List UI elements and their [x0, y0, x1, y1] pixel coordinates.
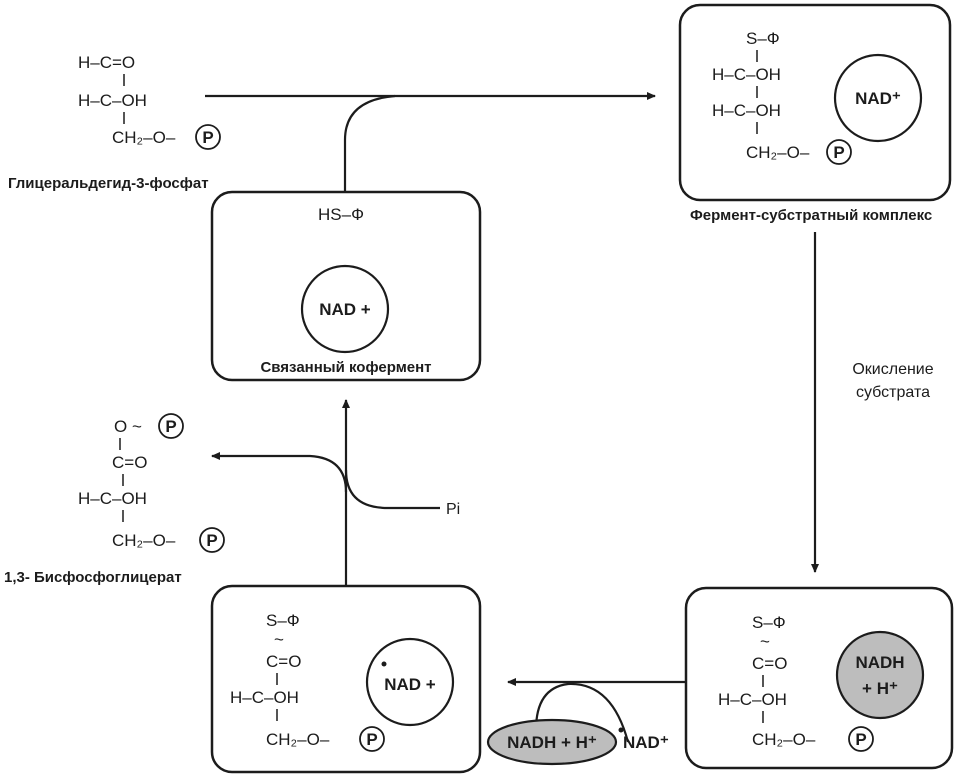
esc-phosphate-symbol: P	[833, 143, 844, 162]
gap-line-ch2o: CH₂–O–	[112, 128, 176, 147]
pi-join-curve	[344, 469, 440, 510]
bpg-line-hydroxyl: H–C–OH	[78, 489, 147, 508]
esc-nad-label: NAD⁺	[855, 89, 901, 108]
bpg-line-ch2o: CH₂–O–	[112, 531, 176, 550]
enzyme-substrate-label: Фермент-субстратный комплекс	[690, 207, 932, 224]
bpg-phosphate-circle-icon-2	[199, 527, 225, 553]
exchange-nadh-label: NADH + H⁺	[507, 733, 597, 752]
bisphosphoglycerate-structure: O ~ P C=O H–C–OH CH₂–O– P	[78, 413, 225, 553]
rc-line-carbonyl: C=O	[752, 654, 787, 673]
rc-line-ch2o: CH₂–O–	[752, 730, 816, 749]
gap-line-aldehyde: H–C=O	[78, 53, 135, 72]
reduced-complex-structure: S–Ф ~ C=O H–C–OH CH₂–O– P	[718, 613, 874, 752]
enzyme-substrate-structure: S–Ф H–C–OH H–C–OH CH₂–O– P	[712, 29, 852, 165]
exchange-nadh-ellipse-icon	[486, 718, 618, 766]
esc-line-hydroxyl-1: H–C–OH	[712, 65, 781, 84]
glyceraldehyde-label: Глицеральдегид-3-фосфат	[8, 175, 209, 192]
pi-label: Pi	[446, 501, 460, 518]
gap-line-hydroxyl: H–C–OH	[78, 91, 147, 110]
exchange-radical-dot-icon	[618, 727, 624, 733]
esc-line-ch2o: CH₂–O–	[746, 143, 810, 162]
ac-radical-dot-icon	[381, 661, 387, 667]
bound-coenzyme-label: Связанный кофермент	[260, 359, 431, 376]
rc-nadh-label: NADH	[855, 653, 904, 672]
ac-nad-label: NAD +	[384, 675, 436, 694]
bisphosphoglycerate-label: 1,3- Бисфосфоглицерат	[4, 569, 182, 586]
arrow-product-release	[211, 452, 348, 493]
exchange-nad-label: NAD⁺	[623, 733, 669, 752]
esc-phosphate-circle-icon	[826, 139, 852, 165]
bound-coenzyme-hs: HS–Ф	[318, 205, 364, 224]
ac-line-thioester: S–Ф	[266, 611, 300, 630]
bpg-phosphate-symbol-1: P	[165, 417, 176, 436]
bpg-phosphate-circle-icon-1	[158, 413, 184, 439]
bpg-line-carbonyl: C=O	[112, 453, 147, 472]
rc-nadh-circle-icon	[835, 630, 925, 720]
ac-phosphate-circle-icon	[359, 726, 385, 752]
acyl-complex-structure: S–Ф ~ C=O H–C–OH CH₂–O– P	[230, 611, 385, 752]
rc-line-hydroxyl: H–C–OH	[718, 690, 787, 709]
esc-line-thioether: S–Ф	[746, 29, 780, 48]
bound-nad-circle-icon	[300, 264, 390, 354]
rc-nadh-plus-h: + H⁺	[862, 679, 898, 698]
esc-line-hydroxyl-2: H–C–OH	[712, 101, 781, 120]
rc-phosphate-symbol: P	[855, 730, 866, 749]
ac-line-carbonyl: C=O	[266, 652, 301, 671]
ac-line-hydroxyl: H–C–OH	[230, 688, 299, 707]
coenzyme-join-curve	[343, 94, 396, 192]
oxidation-label-line2: субстрата	[856, 384, 930, 401]
gap-phosphate-circle-icon	[195, 124, 221, 150]
nad-exchange-curve	[532, 682, 630, 743]
enzyme-substrate-complex-box	[678, 3, 952, 202]
ac-tilde: ~	[274, 630, 284, 649]
rc-tilde: ~	[760, 632, 770, 651]
ac-line-ch2o: CH₂–O–	[266, 730, 330, 749]
bound-nad-label: NAD +	[319, 300, 371, 319]
ac-phosphate-symbol: P	[366, 730, 377, 749]
oxidation-label-line1: Окисление	[852, 361, 933, 378]
glyceraldehyde-3-phosphate-structure: H–C=O H–C–OH CH₂–O– P	[78, 53, 221, 150]
esc-nad-circle-icon	[833, 53, 923, 143]
bpg-phosphate-symbol-2: P	[206, 531, 217, 550]
rc-phosphate-circle-icon	[848, 726, 874, 752]
bpg-line-acylphosphate: O ~	[114, 417, 142, 436]
gap-phosphate-symbol: P	[202, 128, 213, 147]
ac-nad-circle-icon	[365, 637, 455, 727]
rc-line-thioester: S–Ф	[752, 613, 786, 632]
